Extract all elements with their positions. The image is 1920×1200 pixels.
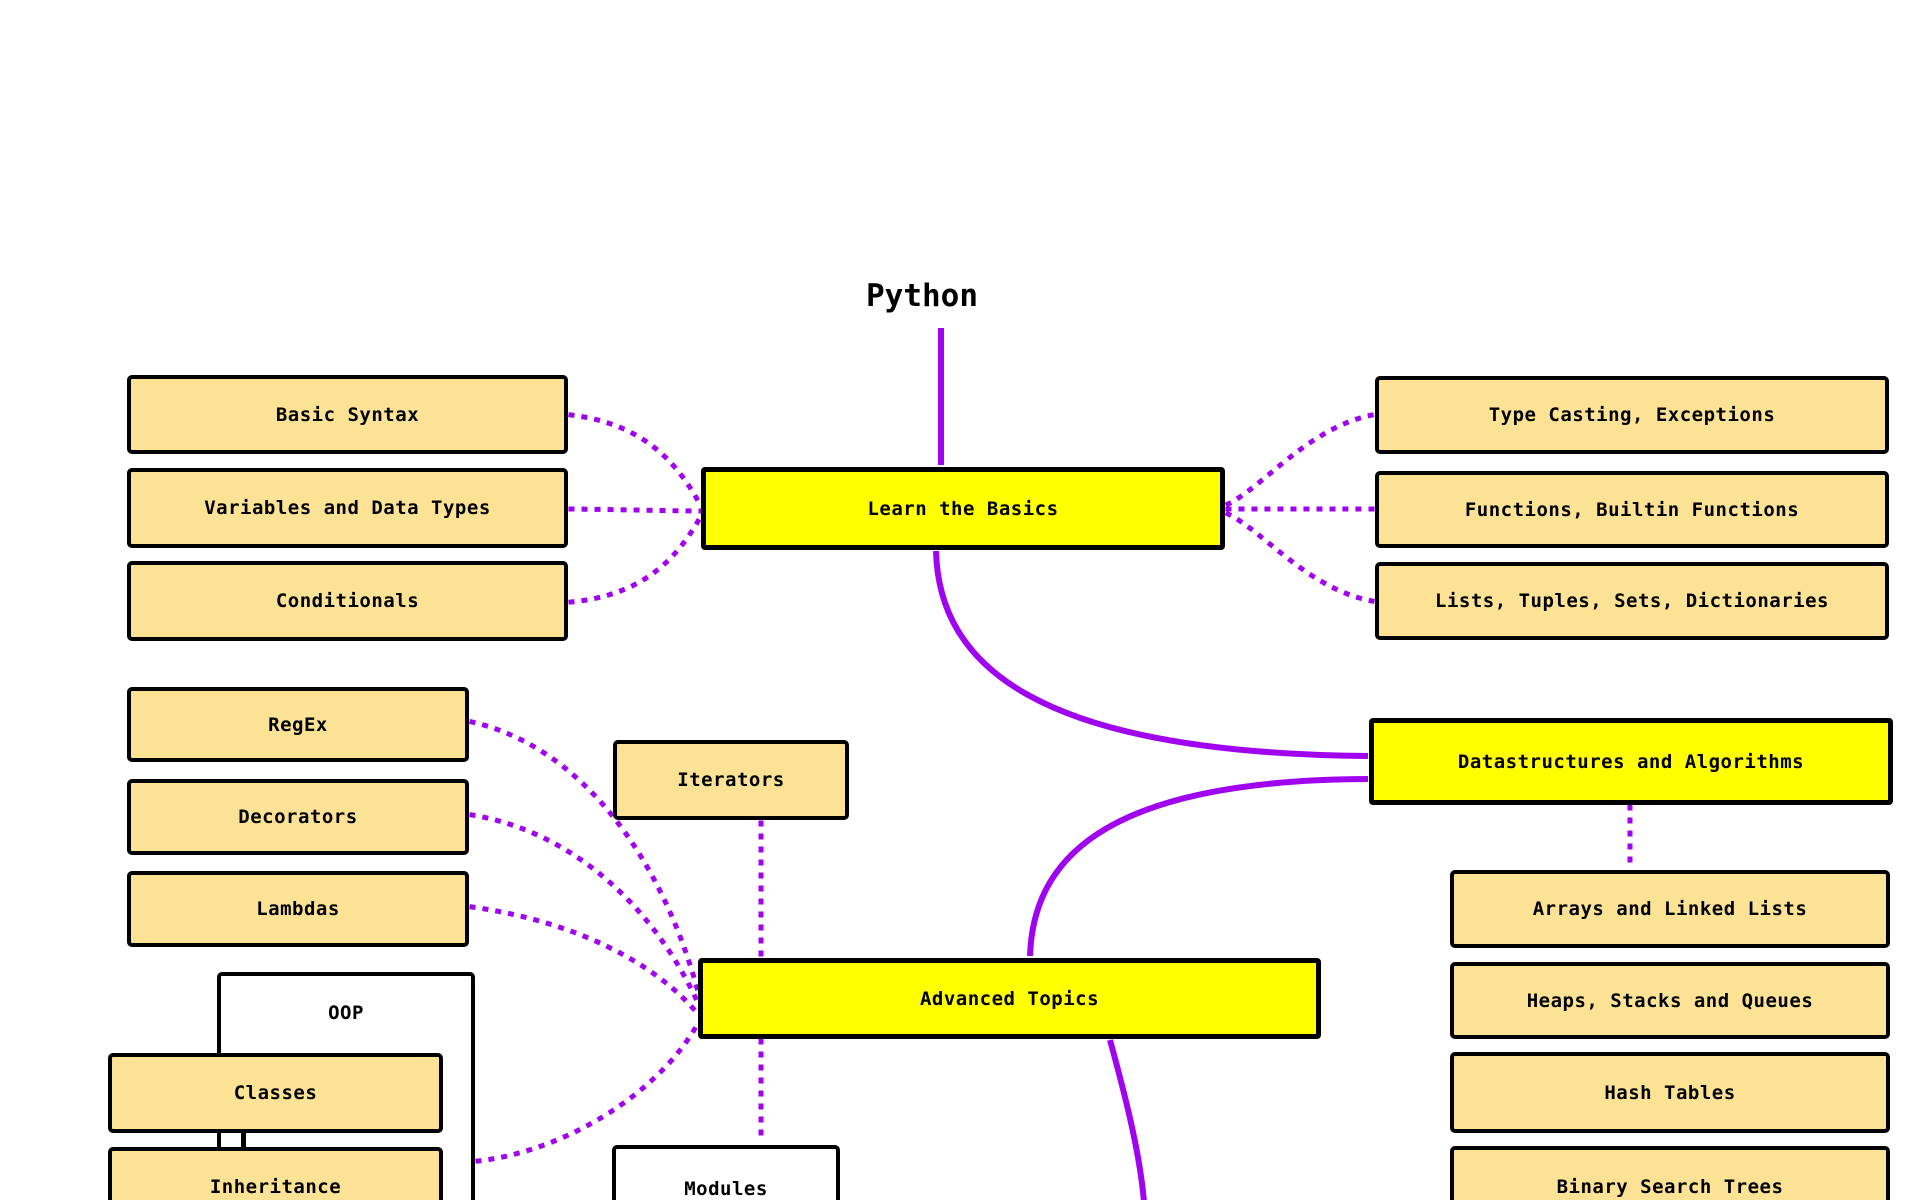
- node-iterators[interactable]: Iterators: [613, 740, 849, 820]
- page-title: Python: [866, 278, 978, 314]
- node-heaps-stacks-and-queues[interactable]: Heaps, Stacks and Queues: [1450, 962, 1890, 1039]
- node-lists-tuples-sets-dictionaries[interactable]: Lists, Tuples, Sets, Dictionaries: [1375, 562, 1889, 640]
- node-oop-label: OOP: [328, 1002, 364, 1024]
- node-datastructures-and-algorithms[interactable]: Datastructures and Algorithms: [1369, 718, 1893, 805]
- edge-basic-syntax-to-learn-basics: [568, 412, 705, 510]
- node-lambdas-label: Lambdas: [256, 898, 340, 920]
- edge-regex-to-advanced: [469, 719, 701, 992]
- node-datastructures-and-algorithms-label: Datastructures and Algorithms: [1457, 750, 1805, 773]
- classes-inheritance-connector: [241, 1131, 246, 1149]
- edge-decorators-to-advanced: [469, 812, 701, 1005]
- node-learn-the-basics-label: Learn the Basics: [867, 497, 1059, 520]
- node-arrays-and-linked-lists-label: Arrays and Linked Lists: [1532, 898, 1808, 920]
- node-conditionals-label: Conditionals: [275, 590, 420, 612]
- node-basic-syntax-label: Basic Syntax: [275, 403, 420, 426]
- edge-learn-basics-to-lists: [1224, 510, 1375, 604]
- node-classes-label: Classes: [233, 1082, 318, 1104]
- node-heaps-stacks-and-queues-label: Heaps, Stacks and Queues: [1526, 989, 1814, 1012]
- node-binary-search-trees[interactable]: Binary Search Trees: [1450, 1146, 1890, 1200]
- node-type-casting-exceptions[interactable]: Type Casting, Exceptions: [1375, 376, 1889, 454]
- node-conditionals[interactable]: Conditionals: [127, 561, 568, 641]
- node-type-casting-exceptions-label: Type Casting, Exceptions: [1488, 404, 1776, 426]
- node-variables-and-data-types-label: Variables and Data Types: [204, 497, 491, 519]
- node-binary-search-trees-label: Binary Search Trees: [1556, 1175, 1784, 1198]
- node-modules-label: Modules: [684, 1178, 768, 1200]
- edge-conditionals-to-learn-basics: [568, 512, 705, 605]
- node-lambdas[interactable]: Lambdas: [127, 871, 469, 947]
- node-decorators-label: Decorators: [238, 806, 358, 828]
- node-functions-builtin-functions-label: Functions, Builtin Functions: [1464, 498, 1800, 521]
- node-inheritance[interactable]: Inheritance: [108, 1147, 443, 1200]
- node-iterators-label: Iterators: [677, 769, 785, 791]
- node-learn-the-basics[interactable]: Learn the Basics: [701, 467, 1225, 550]
- node-inheritance-label: Inheritance: [209, 1176, 342, 1198]
- node-basic-syntax[interactable]: Basic Syntax: [127, 375, 568, 454]
- node-variables-and-data-types[interactable]: Variables and Data Types: [127, 468, 568, 548]
- node-modules[interactable]: Modules: [612, 1145, 840, 1200]
- node-regex[interactable]: RegEx: [127, 687, 469, 762]
- edge-learn-basics-to-type-casting: [1224, 412, 1375, 508]
- edge-oop-to-advanced: [475, 1021, 701, 1164]
- node-arrays-and-linked-lists[interactable]: Arrays and Linked Lists: [1450, 870, 1890, 948]
- node-decorators[interactable]: Decorators: [127, 779, 469, 855]
- node-hash-tables-label: Hash Tables: [1604, 1081, 1736, 1104]
- node-regex-label: RegEx: [268, 713, 328, 736]
- node-lists-tuples-sets-dictionaries-label: Lists, Tuples, Sets, Dictionaries: [1435, 590, 1829, 612]
- node-hash-tables[interactable]: Hash Tables: [1450, 1052, 1890, 1133]
- node-advanced-topics-label: Advanced Topics: [919, 987, 1100, 1010]
- edge-lambdas-to-advanced: [469, 904, 701, 1017]
- edge-variables-to-learn-basics: [568, 506, 704, 514]
- node-advanced-topics[interactable]: Advanced Topics: [698, 958, 1321, 1039]
- node-classes[interactable]: Classes: [108, 1053, 443, 1133]
- edge-advanced-to-south: [1107, 1039, 1147, 1200]
- node-functions-builtin-functions[interactable]: Functions, Builtin Functions: [1375, 471, 1889, 548]
- edge-learn-basics-to-dsa: [933, 550, 1369, 759]
- edge-advanced-to-dsa: [1027, 776, 1369, 957]
